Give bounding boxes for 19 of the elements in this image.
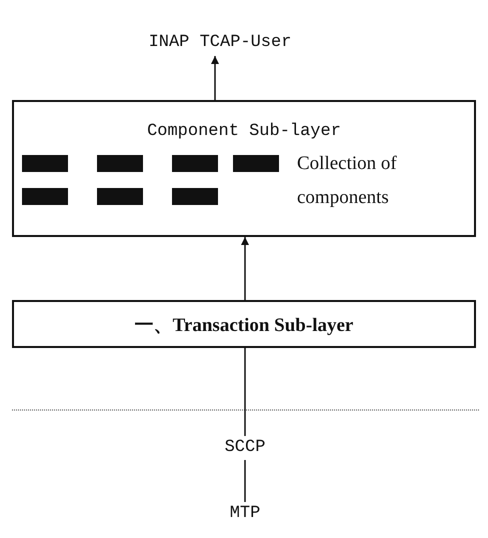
arrow (241, 237, 249, 300)
connector-line (244, 348, 246, 436)
component-block (22, 188, 68, 205)
component-block (97, 155, 143, 172)
layer-box (12, 300, 476, 348)
layer-label: SCCP (215, 436, 275, 460)
component-block (172, 188, 218, 205)
layer-label: MTP (215, 502, 275, 526)
component-block (97, 188, 143, 205)
layer-box (12, 100, 476, 237)
layer-title: Component Sub-layer (146, 122, 342, 141)
connector-line (244, 460, 246, 502)
note-text: Collection of components (297, 152, 398, 210)
component-block (233, 155, 279, 172)
layer-label: INAP TCAP-User (130, 30, 310, 56)
component-block (22, 155, 68, 172)
arrow (211, 56, 219, 100)
component-block (172, 155, 218, 172)
layer-title: 一、Transaction Sub-layer (134, 314, 354, 338)
